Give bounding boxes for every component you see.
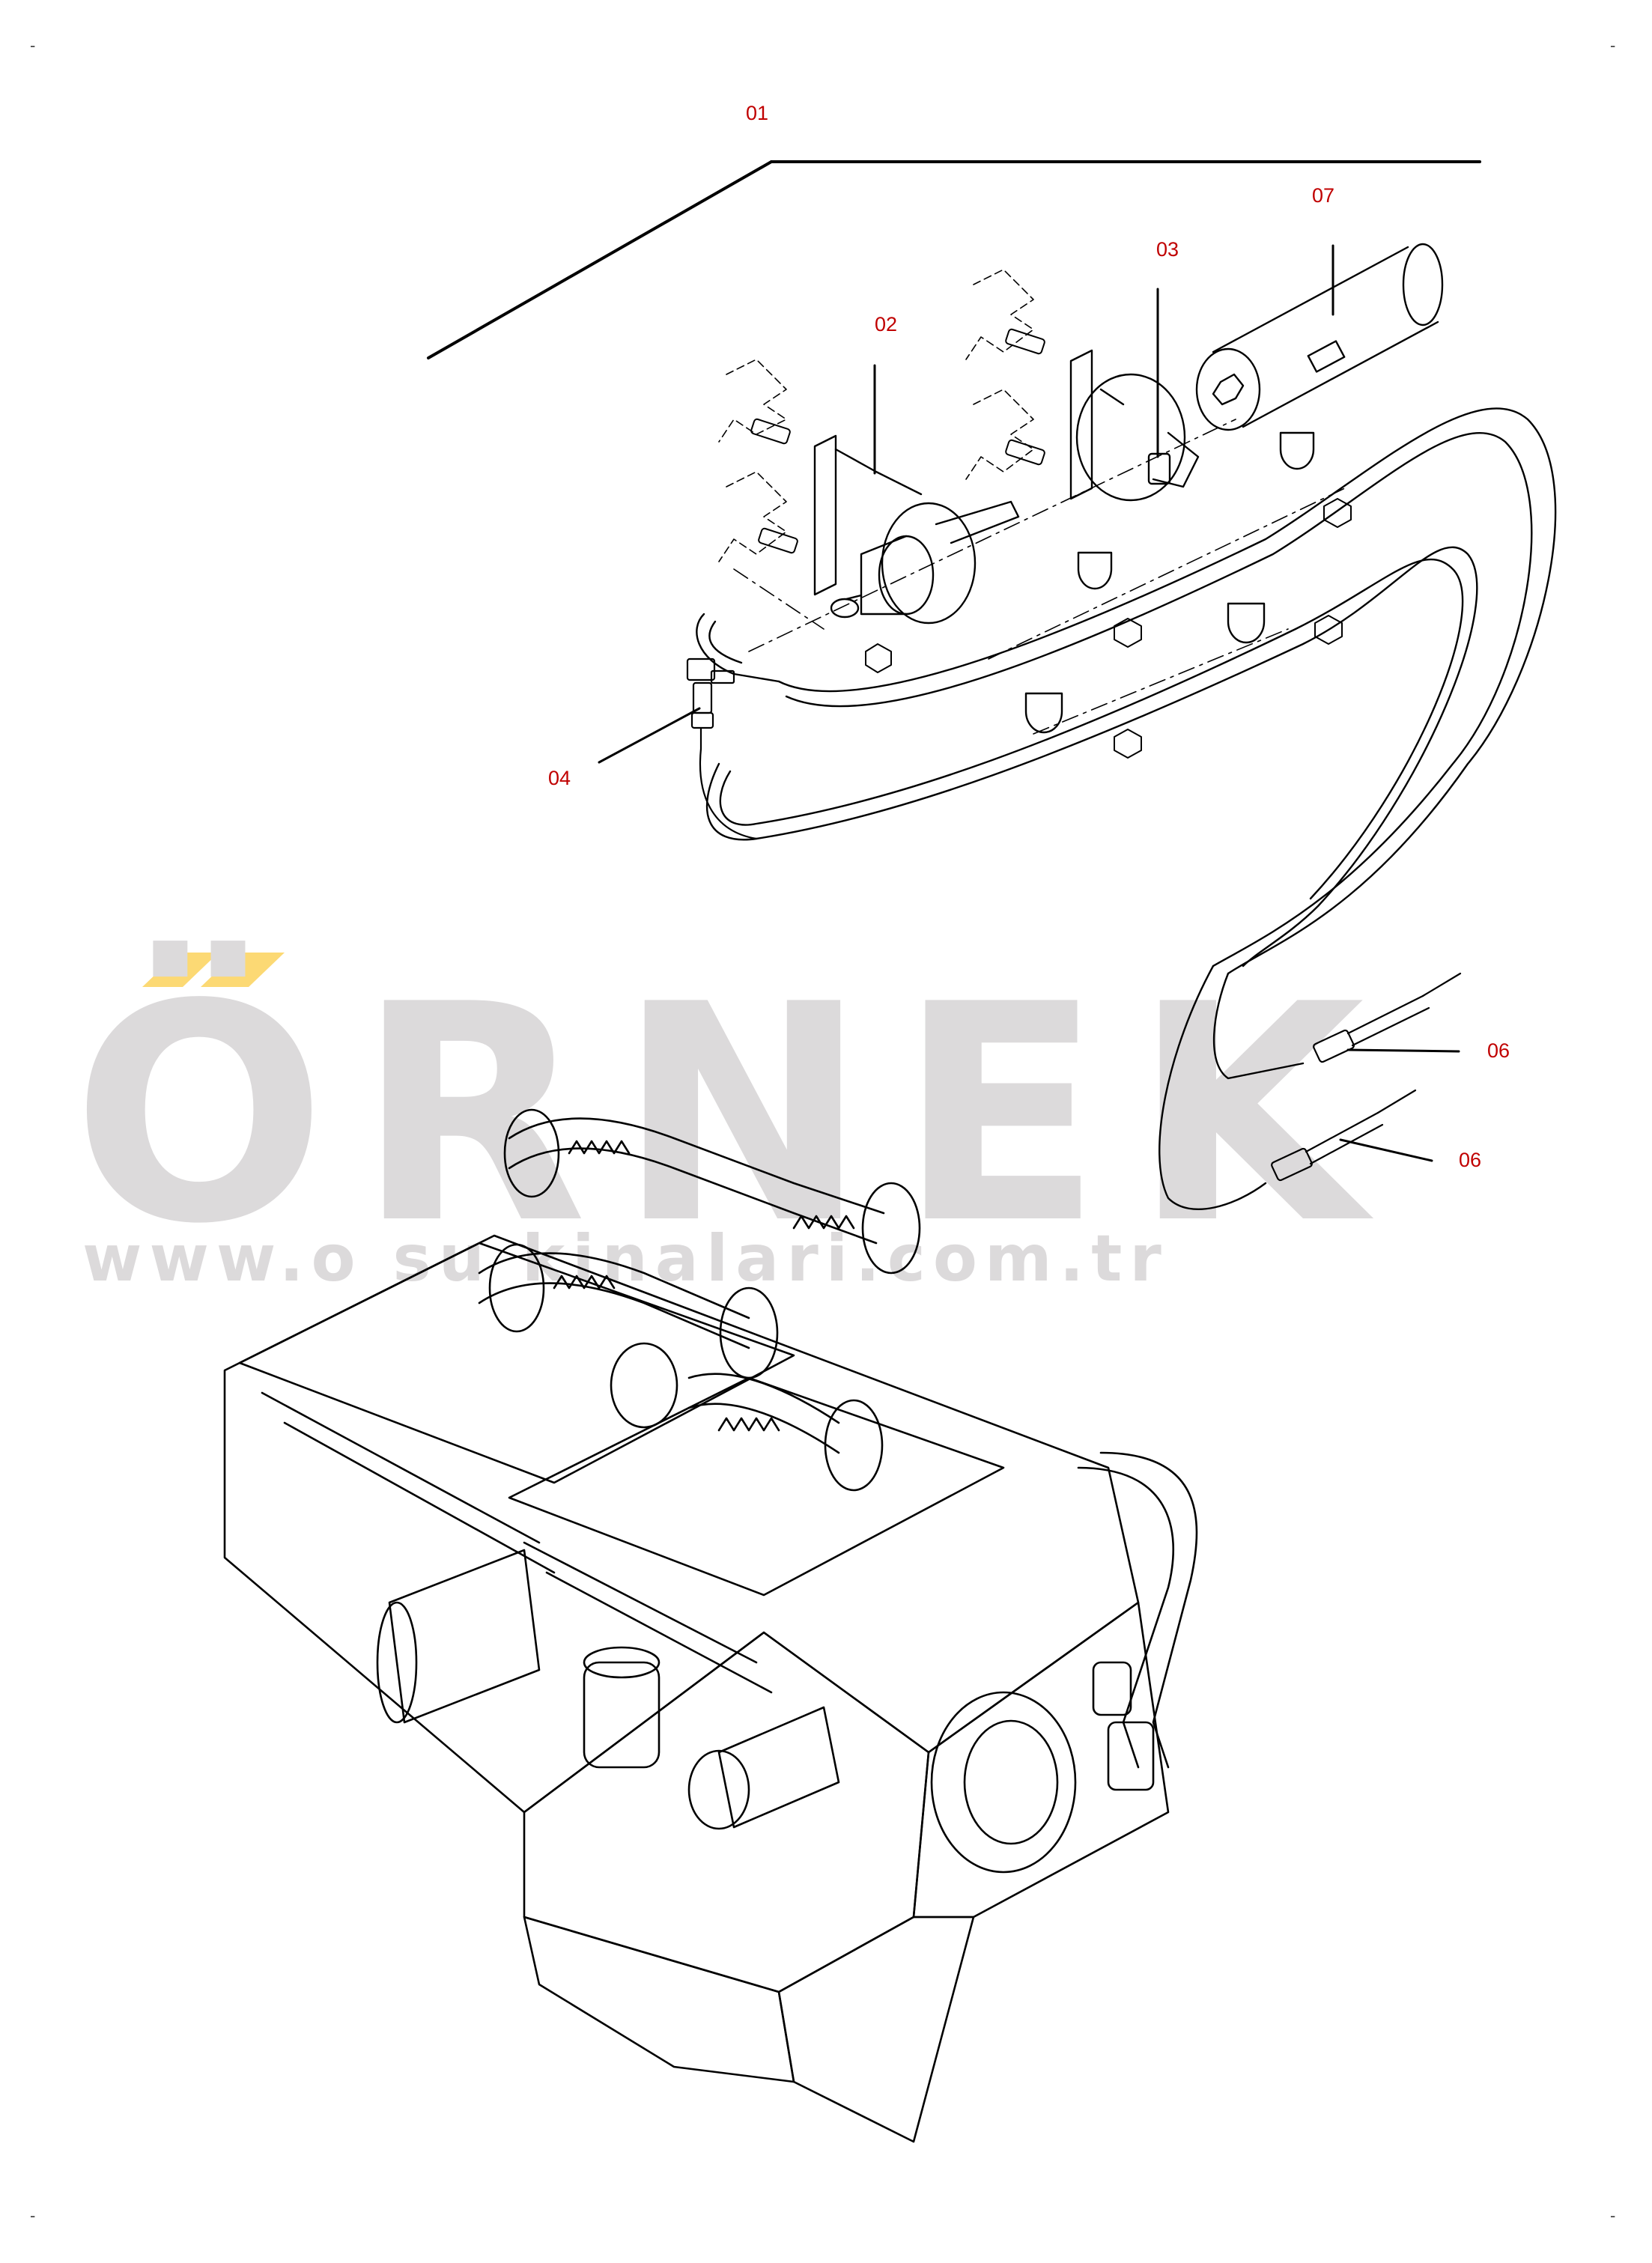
corner-mark-top-left: - <box>30 36 36 55</box>
watermark-url: www.o su kinalari.com.tr <box>82 1221 1169 1296</box>
corner-mark-bottom-left: - <box>30 2206 36 2225</box>
leader-06a <box>1346 1048 1460 1053</box>
wall-outlines <box>718 269 1034 562</box>
tee-fitting-04 <box>686 657 758 840</box>
callout-03: 03 <box>1156 238 1179 261</box>
bracket-02 <box>813 434 1020 625</box>
callout-06-upper: 06 <box>1487 1039 1510 1062</box>
watermark-accent-right <box>201 953 285 987</box>
corner-mark-bottom-right: - <box>1610 2206 1616 2225</box>
callout-04: 04 <box>548 767 571 789</box>
leader-lines <box>598 244 1460 1162</box>
watermark-accent-left <box>142 953 219 987</box>
callout-07: 07 <box>1312 184 1335 207</box>
engine-block <box>223 1108 1198 2143</box>
callout-06-lower: 06 <box>1459 1149 1482 1171</box>
hose-fittings-06 <box>1271 972 1462 1182</box>
callout-02: 02 <box>875 313 898 335</box>
assembly-bracket-01 <box>427 160 1481 359</box>
reservoir-07 <box>1195 243 1444 431</box>
p-clips <box>1024 431 1315 734</box>
leader-04 <box>598 707 701 764</box>
hex-nuts <box>865 498 1352 759</box>
watermark-brand: ÖRNEK <box>72 941 1395 1290</box>
hoses <box>696 407 1557 1210</box>
callout-01: 01 <box>746 102 769 124</box>
mounting-studs <box>750 328 1045 554</box>
assembly-centerlines <box>733 419 1349 735</box>
corner-mark-top-right: - <box>1610 36 1616 55</box>
leader-06b <box>1339 1138 1433 1162</box>
clamp-bracket-03 <box>1069 349 1200 502</box>
